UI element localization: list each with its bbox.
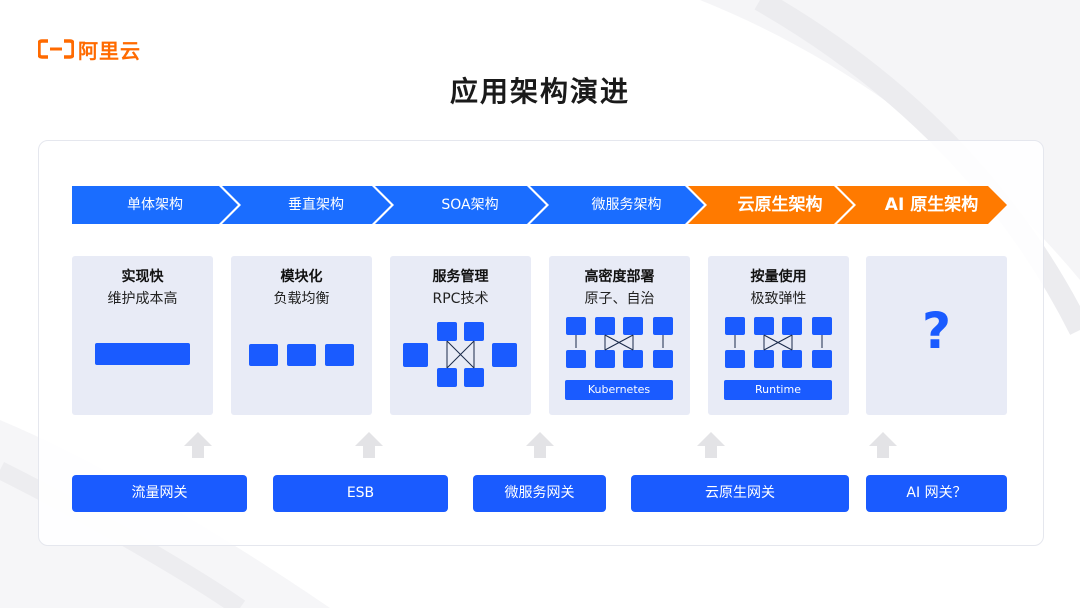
monolith-block-graphic	[95, 343, 190, 365]
gateway-esb: ESB	[273, 475, 448, 512]
card-title: 按量使用	[750, 269, 807, 285]
gateway-microservice: 微服务网关	[473, 475, 606, 512]
stage-label-ai-native: AI 原生架构	[884, 195, 979, 215]
stage-arrow-4	[530, 186, 704, 224]
alibaba-cloud-logo-icon	[38, 39, 74, 59]
up-arrow-icon	[355, 432, 383, 458]
stage-arrow-1	[72, 186, 238, 224]
card-title: 模块化	[280, 269, 323, 285]
gateway-traffic: 流量网关	[72, 475, 247, 512]
kubernetes-tag: Kubernetes	[565, 380, 673, 400]
card-subtitle: RPC技术	[432, 291, 489, 307]
stage-label-cloud-native: 云原生架构	[737, 195, 823, 215]
card-title: 高密度部署	[584, 269, 655, 285]
gateway-ai: AI 网关？	[866, 475, 1007, 512]
stage-label-monolith: 单体架构	[127, 197, 183, 213]
card-microservice: 高密度部署 原子、自治 Kubernetes	[549, 256, 690, 415]
card-soa: 服务管理 RPC技术	[390, 256, 531, 415]
stage-label-vertical: 垂直架构	[288, 197, 344, 213]
card-subtitle: 原子、自治	[584, 291, 655, 307]
stage-arrow-3	[375, 186, 546, 224]
up-arrow-icon	[697, 432, 725, 458]
card-subtitle: 负载均衡	[273, 291, 330, 307]
up-arrow-icon	[184, 432, 212, 458]
up-arrow-icon	[869, 432, 897, 458]
card-vertical: 模块化 负载均衡	[231, 256, 372, 415]
service-bus-graphic	[403, 322, 517, 387]
card-title: 服务管理	[432, 269, 489, 285]
card-monolith: 实现快 维护成本高	[72, 256, 213, 415]
page-title: 应用架构演进	[449, 75, 630, 108]
microservice-grid-graphic	[566, 317, 673, 368]
evolution-arrow-bar	[72, 186, 1007, 224]
stage-label-soa: SOA架构	[441, 197, 499, 213]
up-arrow-icon	[526, 432, 554, 458]
modules-graphic	[249, 344, 354, 366]
alibaba-cloud-logo: 阿里云	[38, 36, 141, 63]
card-subtitle: 维护成本高	[107, 291, 178, 307]
stage-arrow-2	[222, 186, 391, 224]
stage-arrow-5	[688, 186, 853, 224]
logo-text: 阿里云	[78, 38, 141, 63]
card-subtitle: 极致弹性	[750, 291, 807, 307]
runtime-tag: Runtime	[724, 380, 832, 400]
stage-arrow-6	[837, 186, 1007, 224]
question-mark-icon: ?	[921, 302, 951, 360]
card-title: 实现快	[121, 269, 164, 285]
runtime-grid-graphic	[725, 317, 832, 368]
card-ai-native: ?	[866, 256, 1007, 415]
card-cloud-native: 按量使用 极致弹性 Runtime	[708, 256, 849, 415]
gateway-cloud-native: 云原生网关	[631, 475, 849, 512]
stage-label-microservice: 微服务架构	[591, 197, 662, 213]
